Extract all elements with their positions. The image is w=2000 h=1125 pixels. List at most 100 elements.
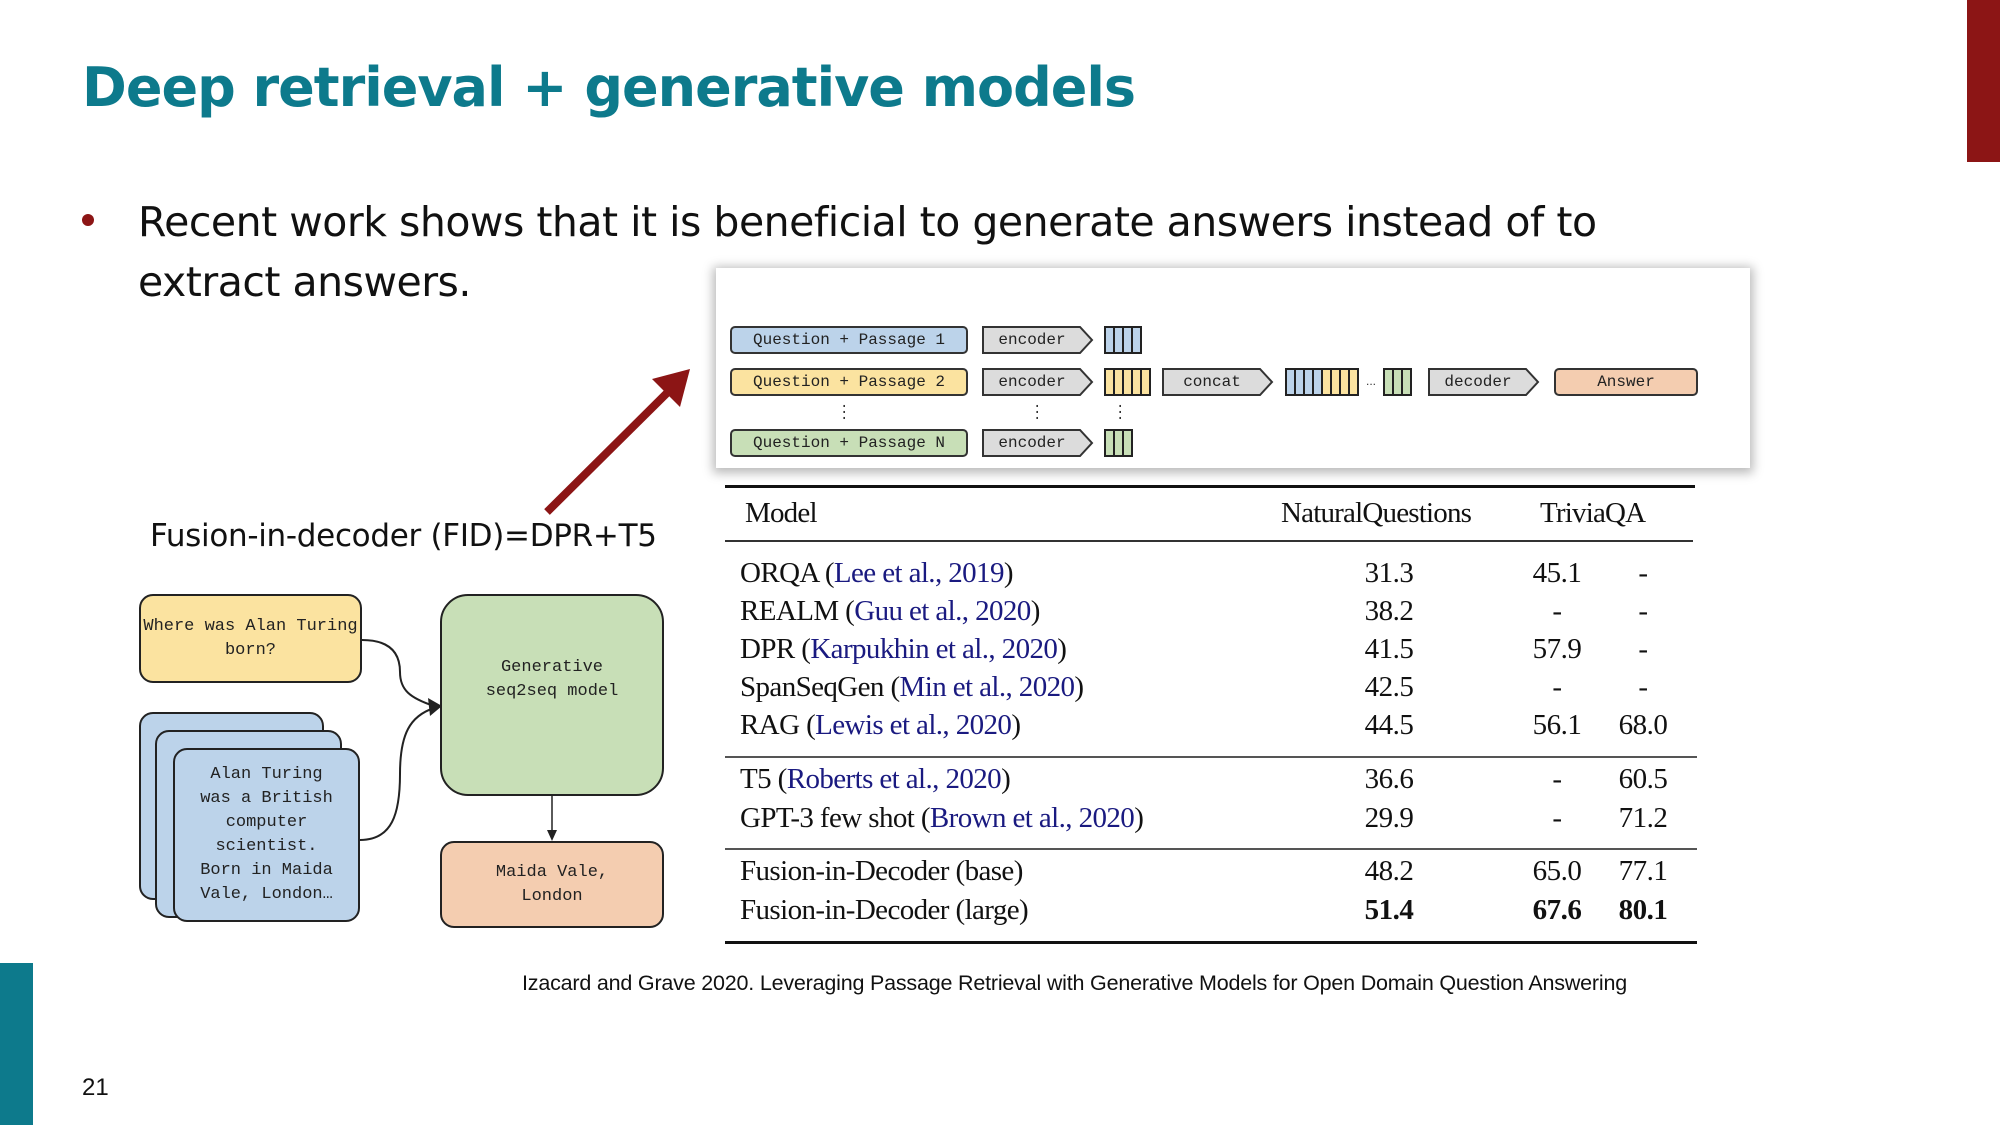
table-row: REALM (Guu et al., 2020) 38.2 - - — [725, 595, 1697, 633]
model-name: T5 — [740, 763, 772, 795]
generative-model-box: Generative seq2seq model — [440, 594, 664, 796]
tqa-score-1: 45.1 — [1532, 557, 1582, 589]
encoder-label: encoder — [998, 373, 1066, 391]
tqa-score-2: 77.1 — [1618, 855, 1668, 887]
tqa-score-2: - — [1638, 671, 1648, 703]
tqa-score-1: - — [1552, 595, 1562, 627]
encoded-vectors-2 — [1104, 368, 1151, 396]
table-row: DPR (Karpukhin et al., 2020) 41.5 57.9 - — [725, 633, 1697, 671]
input-box-passage-1: Question + Passage 1 — [730, 326, 968, 354]
tqa-score-1: 57.9 — [1532, 633, 1582, 665]
tqa-score-2: 60.5 — [1618, 763, 1668, 795]
tqa-score-2: - — [1638, 595, 1648, 627]
encoded-vectors-1 — [1104, 326, 1142, 354]
answer-box: Answer — [1554, 368, 1698, 396]
tqa-score-2: 71.2 — [1618, 802, 1668, 834]
encoder-block-1: encoder — [982, 326, 1094, 354]
model-label-line: seq2seq model — [485, 682, 619, 701]
citation-link[interactable]: Lewis et al., 2020 — [815, 709, 1012, 741]
model-name: REALM — [740, 595, 839, 627]
citation-link[interactable]: Brown et al., 2020 — [929, 802, 1135, 834]
nq-score: 51.4 — [1364, 894, 1414, 926]
table-rule-group-2 — [725, 848, 1697, 850]
table-row-best: Fusion-in-Decoder (large) 51.4 67.6 80.1 — [725, 894, 1697, 932]
decoder-block: decoder — [1428, 368, 1540, 396]
table-row: GPT-3 few shot (Brown et al., 2020) 29.9… — [725, 802, 1697, 840]
model-name: RAG — [740, 709, 800, 741]
answer-line: London — [521, 886, 583, 906]
nq-score: 29.9 — [1364, 802, 1414, 834]
tqa-score-1: - — [1552, 763, 1562, 795]
citation-link[interactable]: Guu et al., 2020 — [854, 595, 1031, 627]
fid-architecture-diagram: Question + Passage 1 encoder Question + … — [716, 268, 1750, 468]
citation-link[interactable]: Karpukhin et al., 2020 — [810, 633, 1058, 665]
tqa-score-1: - — [1552, 802, 1562, 834]
ellipsis: ... — [1366, 374, 1377, 388]
passage-line: was a British — [200, 789, 333, 808]
input-box-passage-2: Question + Passage 2 — [730, 368, 968, 396]
passage-box: Alan Turing was a British computer scien… — [173, 748, 360, 922]
slide-title: Deep retrieval + generative models — [82, 56, 1136, 119]
vertical-ellipsis-icon: ··· — [1033, 399, 1042, 427]
tqa-score-2: 80.1 — [1618, 894, 1668, 926]
model-name: Fusion-in-Decoder (large) — [740, 894, 1029, 926]
results-table: Model NaturalQuestions TriviaQA ORQA (Le… — [725, 485, 1697, 945]
concatenated-vectors — [1285, 368, 1359, 396]
nq-score: 36.6 — [1364, 763, 1414, 795]
paper-citation: Izacard and Grave 2020. Leveraging Passa… — [522, 971, 1627, 995]
model-label-line: Generative — [500, 658, 604, 677]
flow-arrows-icon — [359, 639, 557, 841]
question-box: Where was Alan Turing born? — [139, 594, 362, 683]
input-box-passage-n: Question + Passage N — [730, 429, 968, 457]
encoder-block-n: encoder — [982, 429, 1094, 457]
table-row: SpanSeqGen (Min et al., 2020) 42.5 - - — [725, 671, 1697, 709]
bullet-text-line-1: Recent work shows that it is beneficial … — [138, 198, 1597, 246]
table-row: ORQA (Lee et al., 2019) 31.3 45.1 - — [725, 557, 1697, 595]
encoder-label: encoder — [998, 434, 1066, 452]
table-rule-group-1 — [725, 756, 1697, 758]
vertical-ellipsis-icon: ··· — [1116, 399, 1125, 427]
passage-line: Alan Turing — [210, 765, 323, 784]
model-name: ORQA — [740, 557, 819, 589]
citation-link[interactable]: Roberts et al., 2020 — [786, 763, 1002, 795]
citation-link[interactable]: Lee et al., 2019 — [833, 557, 1005, 589]
page-number: 21 — [82, 1074, 109, 1101]
rag-concept-diagram: Where was Alan Turing born? Alan Turing … — [138, 594, 668, 930]
header-model: Model — [745, 497, 818, 529]
table-rule-header — [725, 540, 1693, 542]
passage-line: Vale, London… — [200, 885, 333, 904]
table-rule-top — [725, 485, 1695, 488]
header-naturalquestions: NaturalQuestions — [1281, 497, 1472, 529]
encoded-vectors-n — [1104, 429, 1133, 457]
nq-score: 38.2 — [1364, 595, 1414, 627]
table-row: Fusion-in-Decoder (base) 48.2 65.0 77.1 — [725, 855, 1697, 893]
model-name: GPT-3 few shot — [740, 802, 915, 834]
nq-score: 44.5 — [1364, 709, 1414, 741]
nq-score: 48.2 — [1364, 855, 1414, 887]
nq-score: 41.5 — [1364, 633, 1414, 665]
tqa-score-1: 56.1 — [1532, 709, 1582, 741]
answer-line: Maida Vale, — [495, 862, 609, 882]
passage-line: Born in Maida — [200, 861, 333, 880]
fid-label: Fusion-in-decoder (FID)=DPR+T5 — [150, 518, 657, 554]
decoder-label: decoder — [1444, 373, 1512, 391]
concatenated-vectors-n — [1383, 368, 1412, 396]
citation-link[interactable]: Min et al., 2020 — [899, 671, 1075, 703]
encoder-block-2: encoder — [982, 368, 1094, 396]
accent-bar-bottom-left — [0, 963, 33, 1125]
tqa-score-2: - — [1638, 633, 1648, 665]
tqa-score-2: 68.0 — [1618, 709, 1668, 741]
passage-line: scientist. — [215, 837, 318, 856]
table-rule-bottom — [725, 941, 1697, 944]
tqa-score-1: 67.6 — [1532, 894, 1582, 926]
accent-bar-top-right — [1967, 0, 2000, 162]
encoder-label: encoder — [998, 331, 1066, 349]
passage-line: computer — [225, 813, 308, 832]
concat-label: concat — [1183, 373, 1241, 391]
nq-score: 31.3 — [1364, 557, 1414, 589]
bullet-icon — [82, 214, 94, 226]
table-row: T5 (Roberts et al., 2020) 36.6 - 60.5 — [725, 763, 1697, 801]
tqa-score-1: - — [1552, 671, 1562, 703]
table-row: RAG (Lewis et al., 2020) 44.5 56.1 68.0 — [725, 709, 1697, 747]
concat-block: concat — [1162, 368, 1274, 396]
